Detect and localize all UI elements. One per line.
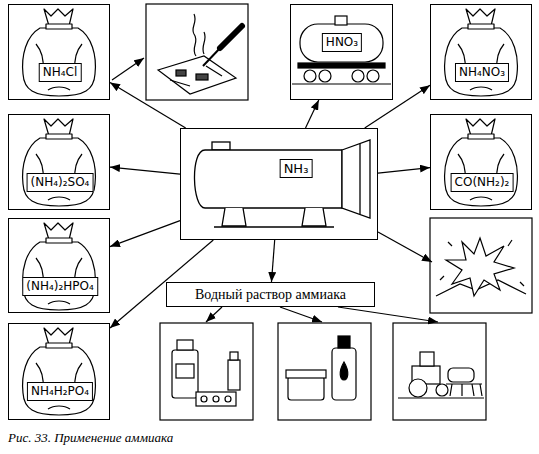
tank-end: [342, 140, 370, 218]
bottle-cap: [338, 336, 350, 348]
leader-arrow: [112, 58, 144, 80]
connector-arrow: [110, 221, 180, 247]
ground: [398, 397, 484, 398]
process-box: Водный раствор аммиака: [166, 282, 375, 307]
tank-body: [194, 150, 342, 208]
spray-tank: [448, 368, 474, 382]
picture-box: NH₃: [180, 128, 378, 240]
picture-frame: [393, 323, 486, 420]
formula-label: (NH₄)₂HPO₄: [22, 277, 98, 296]
tank-dome: [212, 142, 230, 150]
picture-frame: [160, 323, 253, 420]
picture-box: NH₄NO₃: [430, 4, 532, 100]
ammonia-tank-picture: [194, 140, 370, 227]
formula-label: HNO₃: [322, 33, 362, 52]
bottle: [172, 350, 198, 398]
connector-arrow: [271, 240, 274, 282]
picture-box: NH₄Cl: [8, 4, 110, 100]
chip: [176, 70, 186, 76]
wheel: [367, 70, 379, 82]
explosion-picture: [430, 218, 532, 313]
drop: [340, 362, 348, 380]
formula-label: CO(NH₂)₂: [451, 173, 514, 192]
pill: [213, 396, 219, 402]
sack-picture: [23, 119, 96, 206]
connector-arrow: [365, 85, 430, 128]
leader-arrow: [338, 307, 438, 322]
formula-label: NH₄Cl: [39, 63, 82, 82]
box-label: Водный раствор аммиака: [195, 287, 346, 303]
pill: [225, 396, 231, 402]
tank-car-picture: [292, 16, 391, 84]
circuit-track: [170, 66, 222, 86]
tank-body: [300, 24, 383, 62]
tank-dome: [335, 16, 347, 25]
picture-box: (NH₄)₂HPO₄: [8, 218, 110, 313]
wheel: [352, 70, 364, 82]
tank-leg: [222, 208, 326, 226]
jar-lid: [286, 370, 326, 378]
blast: [446, 238, 514, 296]
tractor-wheel: [409, 379, 427, 397]
tractor-cab: [420, 352, 434, 366]
formula-label: NH₄NO₃: [455, 63, 509, 82]
pill: [201, 396, 207, 402]
leader-arrow: [206, 307, 222, 322]
car-frame: [298, 63, 385, 68]
medicine-picture: [160, 323, 253, 420]
picture-box: HNO₃: [290, 4, 393, 100]
spray: [450, 384, 482, 396]
circuit-board: [158, 56, 236, 94]
debris: [440, 240, 524, 286]
chip: [196, 74, 208, 80]
bottle-label: [176, 364, 194, 378]
connector-arrow: [378, 168, 430, 174]
connector-arrow: [110, 167, 180, 174]
connector-arrow: [306, 100, 319, 128]
picture-frame: [146, 4, 248, 100]
vial: [228, 360, 240, 390]
formula-label: NH₄H₂PO₄: [27, 382, 93, 401]
leader-arrow: [280, 307, 322, 322]
cream-jar: [288, 376, 324, 400]
iron-handle: [220, 26, 242, 48]
rail: [292, 83, 391, 84]
sack-picture: [23, 223, 96, 310]
picture-frame: [430, 218, 532, 313]
picture-box: (NH₄)₂SO₄: [8, 114, 110, 210]
vial-cap: [230, 352, 238, 360]
connector-arrow: [110, 240, 213, 328]
connector-arrow: [110, 83, 186, 128]
picture-frame: [278, 323, 371, 420]
tractor-picture: [393, 323, 486, 420]
sack-picture: [445, 9, 518, 96]
picture-box: NH₄H₂PO₄: [8, 323, 110, 420]
formula-label: NH₃: [280, 159, 313, 178]
blister-pack: [196, 392, 236, 406]
picture-box: CO(NH₂)₂: [430, 114, 532, 210]
sack-picture: [23, 9, 96, 96]
sack-picture: [23, 328, 96, 415]
soldering-picture: [146, 4, 248, 100]
tank-base: [214, 226, 334, 227]
leader-arrow: [378, 232, 432, 262]
bottle: [332, 348, 356, 400]
wheel: [319, 70, 331, 82]
tank-ring: [359, 144, 360, 214]
sack-picture: [445, 119, 518, 206]
formula-label: (NH₄)₂SO₄: [27, 173, 94, 192]
cosmetics-picture: [278, 323, 371, 420]
tractor-wheel: [436, 384, 448, 396]
bottle-cap: [177, 340, 193, 350]
smoke: [193, 14, 205, 56]
figure-caption: Рис. 33. Применение аммиака: [8, 430, 173, 446]
wheel: [304, 70, 316, 82]
